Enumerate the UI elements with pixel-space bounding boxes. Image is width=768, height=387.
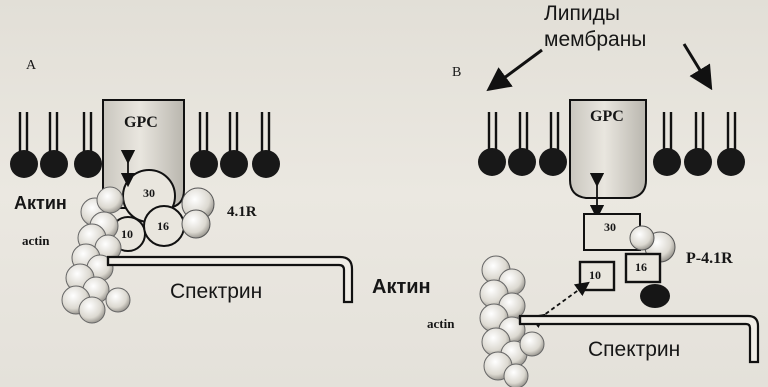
- panel-a-protein-label: 4.1R: [227, 204, 257, 221]
- panel-b-dashed-arrow: [540, 286, 584, 318]
- top-label-line2: мембраны: [544, 28, 646, 52]
- panel-a-spectrin-label: Спектрин: [170, 280, 262, 304]
- panel-a-letter: A: [26, 58, 36, 74]
- panel-b-spectrin-label: Спектрин: [588, 338, 680, 362]
- panel-b-protein-label: P-4.1R: [686, 250, 733, 268]
- panel-a-actin-filament: [62, 187, 130, 323]
- panel-a-actin-en-label: actin: [22, 233, 49, 249]
- panel-a-domain-30-label: 30: [143, 186, 155, 201]
- panel-b-domain-30-label: 30: [604, 220, 616, 235]
- panel-b: [478, 44, 758, 387]
- panel-b-letter: B: [452, 65, 461, 81]
- panel-b-actin-en-label: actin: [427, 316, 454, 332]
- panel-a-domain-10-label: 10: [121, 227, 133, 242]
- panel-a-domain-16-label: 16: [157, 219, 169, 234]
- lipid-pointer-arrow-right: [684, 44, 706, 80]
- panel-a-gpc-label: GPC: [124, 114, 158, 132]
- panel-b-actin-ru-label: Актин: [372, 276, 431, 299]
- panel-b-gpc-label: GPC: [590, 108, 624, 126]
- top-label-line1: Липиды: [544, 2, 620, 26]
- panel-b-globule: [630, 226, 654, 250]
- panel-b-domain-16-label: 16: [635, 260, 647, 275]
- panel-b-phosphate: [640, 284, 670, 308]
- panel-b-domain-10-label: 10: [589, 268, 601, 283]
- panel-a-actin-ru-label: Актин: [14, 193, 67, 214]
- panel-a-globule: [182, 210, 210, 238]
- lipid-pointer-arrow-left: [496, 50, 542, 84]
